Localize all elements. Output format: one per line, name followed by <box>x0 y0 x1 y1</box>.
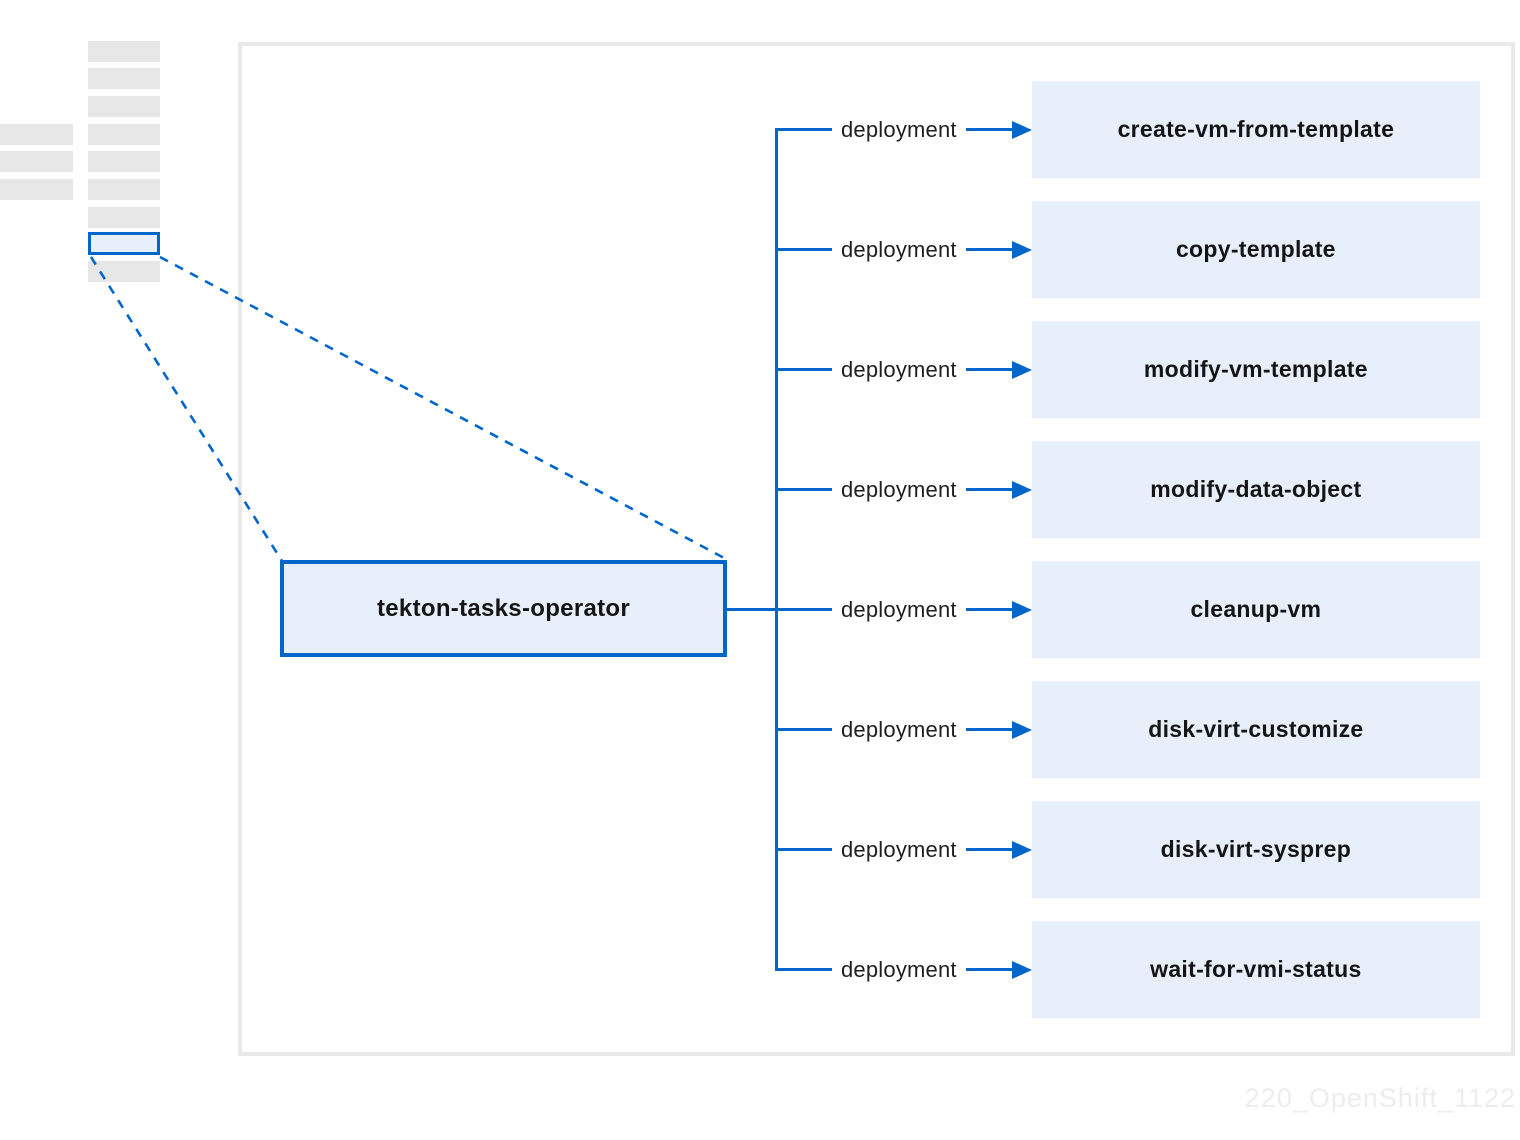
connector-line <box>775 608 832 611</box>
thumbnail-bar <box>0 151 73 172</box>
thumbnail-bar <box>0 179 73 200</box>
connector-line <box>775 248 832 251</box>
thumbnail-bar <box>0 124 73 145</box>
connector-line <box>775 968 832 971</box>
arrow-right-icon <box>1011 240 1032 259</box>
connector-line <box>775 128 832 131</box>
connector-line <box>965 968 1012 971</box>
thumbnail-bar <box>88 124 160 145</box>
thumbnail-bar <box>88 68 160 89</box>
thumbnail-bar <box>88 96 160 117</box>
arrow-right-icon <box>1011 960 1032 979</box>
deployment-label: deployment <box>841 356 957 382</box>
diagram-panel <box>238 42 1515 1056</box>
connector-line <box>965 368 1012 371</box>
connector-line <box>775 488 832 491</box>
task-box: copy-template <box>1031 201 1480 298</box>
task-box: disk-virt-sysprep <box>1031 801 1480 898</box>
deployment-label: deployment <box>841 476 957 502</box>
arrow-right-icon <box>1011 720 1032 739</box>
task-box: create-vm-from-template <box>1031 81 1480 178</box>
arrow-right-icon <box>1011 600 1032 619</box>
task-box: wait-for-vmi-status <box>1031 921 1480 1018</box>
arrow-right-icon <box>1011 480 1032 499</box>
task-box: cleanup-vm <box>1031 561 1480 658</box>
operator-box: tekton-tasks-operator <box>280 560 727 657</box>
thumbnail-highlighted-item <box>88 232 160 255</box>
thumbnail-bar <box>88 41 160 62</box>
connector-line <box>775 848 832 851</box>
task-box: disk-virt-customize <box>1031 681 1480 778</box>
deployment-row: deployment cleanup-vm <box>775 561 1480 658</box>
thumbnail-bar <box>88 179 160 200</box>
arrow-right-icon <box>1011 360 1032 379</box>
connector-line <box>965 848 1012 851</box>
connector-line <box>965 248 1012 251</box>
arrow-right-icon <box>1011 120 1032 139</box>
deployment-label: deployment <box>841 236 957 262</box>
thumbnail-bar <box>88 207 160 228</box>
deployment-label: deployment <box>841 596 957 622</box>
deployment-label: deployment <box>841 116 957 142</box>
trunk-line <box>775 128 778 970</box>
deployment-row: deployment wait-for-vmi-status <box>775 921 1480 1018</box>
connector-line <box>965 608 1012 611</box>
deployment-label: deployment <box>841 836 957 862</box>
operator-box-label: tekton-tasks-operator <box>376 594 630 622</box>
connector-line <box>965 128 1012 131</box>
deployment-row: deployment disk-virt-sysprep <box>775 801 1480 898</box>
thumbnail-bar <box>88 151 160 172</box>
deployment-row: deployment modify-vm-template <box>775 321 1480 418</box>
thumbnail-bar <box>88 261 160 282</box>
deployment-row: deployment disk-virt-customize <box>775 681 1480 778</box>
connector-line <box>965 488 1012 491</box>
connector-line <box>775 728 832 731</box>
watermark: 220_OpenShift_1122 <box>1244 1083 1516 1113</box>
deployment-row: deployment copy-template <box>775 201 1480 298</box>
task-box: modify-vm-template <box>1031 321 1480 418</box>
deployment-row: deployment modify-data-object <box>775 441 1480 538</box>
deployment-label: deployment <box>841 716 957 742</box>
task-box: modify-data-object <box>1031 441 1480 538</box>
arrow-right-icon <box>1011 840 1032 859</box>
connector-line <box>965 728 1012 731</box>
deployment-row: deployment create-vm-from-template <box>775 81 1480 178</box>
operator-connector-line <box>725 608 777 611</box>
deployment-label: deployment <box>841 956 957 982</box>
connector-line <box>775 368 832 371</box>
